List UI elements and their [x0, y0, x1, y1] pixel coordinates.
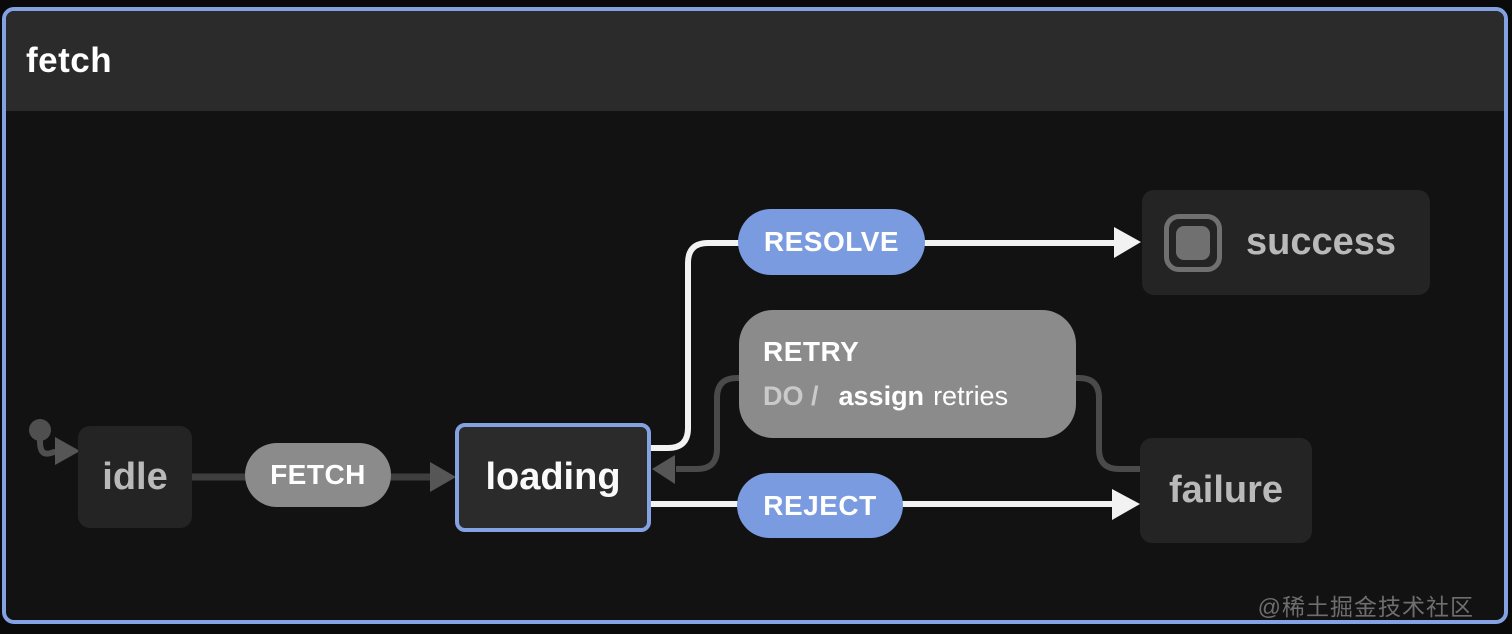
state-node-idle[interactable]: idle: [78, 426, 192, 528]
event-retry-label: RETRY: [763, 336, 860, 367]
state-node-loading[interactable]: loading: [455, 423, 651, 532]
event-label: REJECT: [763, 489, 877, 521]
event-retry[interactable]: RETRY DO / assign retries: [739, 310, 1076, 438]
action-argument: retries: [933, 381, 1009, 411]
edge-resolve: [651, 227, 1141, 451]
event-label: FETCH: [270, 459, 366, 490]
machine-header: fetch: [6, 11, 1504, 111]
state-label: idle: [102, 455, 168, 498]
state-node-success[interactable]: success: [1142, 190, 1430, 295]
retry-action: DO / assign retries: [763, 381, 1008, 412]
state-label: failure: [1168, 469, 1284, 511]
event-reject[interactable]: REJECT: [737, 473, 903, 538]
action-prefix: DO /: [763, 381, 819, 411]
state-node-failure[interactable]: failure: [1140, 438, 1312, 543]
final-state-icon-inner: [1176, 225, 1210, 260]
state-label: loading: [485, 456, 621, 498]
initial-state-icon: [29, 419, 80, 465]
event-label: RESOLVE: [763, 226, 900, 257]
event-fetch[interactable]: FETCH: [245, 443, 391, 507]
watermark: @稀土掘金技术社区: [1257, 594, 1474, 620]
machine-title: fetch: [26, 41, 113, 80]
final-state-icon: [1164, 213, 1222, 272]
state-label: success: [1246, 221, 1397, 263]
action-name: assign: [838, 381, 925, 411]
event-resolve[interactable]: RESOLVE: [738, 209, 925, 275]
